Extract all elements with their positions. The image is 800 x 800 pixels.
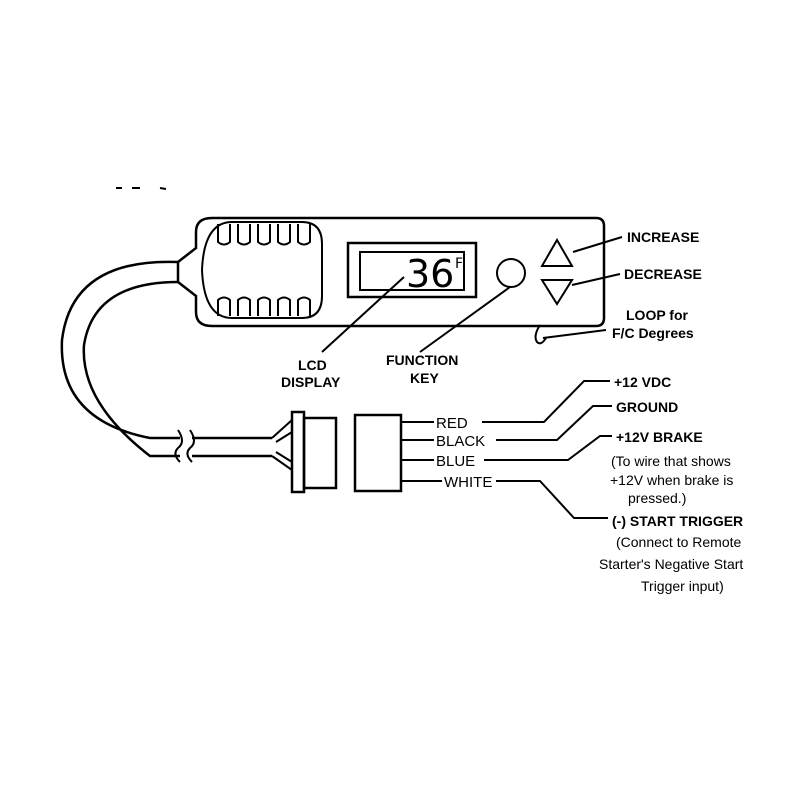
label-function-key-line2: KEY bbox=[410, 370, 439, 386]
trigger-note-line2: Starter's Negative Start bbox=[599, 556, 743, 572]
lcd-value: 36 bbox=[406, 252, 454, 296]
wire-white bbox=[401, 480, 608, 519]
loop-icon bbox=[534, 324, 547, 345]
connector-socket bbox=[353, 413, 403, 493]
wire-red bbox=[401, 380, 610, 423]
callout-lines bbox=[321, 236, 623, 353]
label-increase: INCREASE bbox=[627, 229, 699, 245]
label-function-key-line1: FUNCTION bbox=[386, 352, 458, 368]
brake-note-line1: (To wire that shows bbox=[611, 453, 731, 469]
lcd-screen bbox=[359, 251, 465, 291]
cable-break-mark-left bbox=[174, 429, 183, 463]
label-start-trigger: (-) START TRIGGER bbox=[612, 513, 743, 529]
label-12vdc: +12 VDC bbox=[614, 374, 671, 390]
cable bbox=[60, 260, 272, 463]
cable-break-mark-right bbox=[186, 429, 195, 463]
grip-ridges-top bbox=[217, 224, 311, 246]
label-ground: GROUND bbox=[616, 399, 678, 415]
control-module: 36 F bbox=[176, 216, 606, 345]
plug-flange bbox=[290, 410, 306, 494]
label-loop-line2: F/C Degrees bbox=[612, 325, 694, 341]
increase-arrow-icon bbox=[540, 237, 574, 267]
trigger-note-line3: Trigger input) bbox=[641, 578, 724, 594]
wire-name-white: WHITE bbox=[444, 474, 492, 491]
plug-body bbox=[302, 416, 338, 490]
wire-black bbox=[401, 405, 612, 441]
connector-plug bbox=[271, 410, 338, 494]
lcd-unit: F bbox=[455, 256, 463, 272]
stray-marks bbox=[116, 187, 167, 190]
function-key-button bbox=[496, 258, 526, 288]
label-lcd-line2: DISPLAY bbox=[281, 374, 341, 390]
lcd-bezel bbox=[346, 241, 478, 299]
grip-pad bbox=[200, 221, 323, 319]
brake-note-line2: +12V when brake is bbox=[610, 472, 733, 488]
brake-note-line3: pressed.) bbox=[628, 490, 686, 506]
wire-name-blue: BLUE bbox=[436, 453, 475, 470]
wire-blue bbox=[401, 435, 612, 461]
wire-lines bbox=[401, 380, 612, 519]
trigger-note-line1: (Connect to Remote bbox=[616, 534, 741, 550]
wire-name-red: RED bbox=[436, 415, 468, 432]
module-housing bbox=[176, 216, 606, 328]
decrease-arrow-icon bbox=[540, 279, 574, 306]
grip-ridges-bottom bbox=[217, 296, 311, 316]
label-decrease: DECREASE bbox=[624, 266, 702, 282]
label-12v-brake: +12V BRAKE bbox=[616, 429, 703, 445]
wire-name-black: BLACK bbox=[436, 433, 485, 450]
label-loop-line1: LOOP for bbox=[626, 307, 689, 323]
label-lcd-line1: LCD bbox=[298, 357, 327, 373]
